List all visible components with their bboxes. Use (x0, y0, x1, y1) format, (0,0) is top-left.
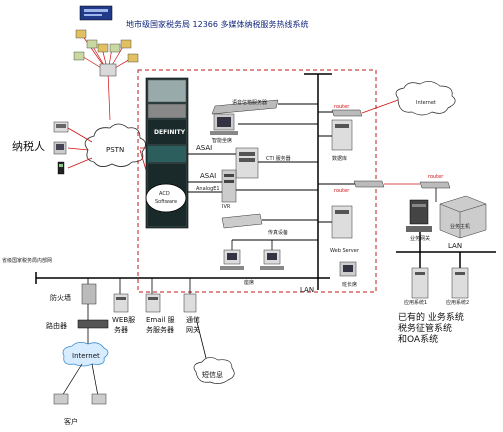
existing-systems-line-1: 已有的 业务系统 (398, 311, 464, 323)
business-gateway (406, 199, 432, 232)
database-label: 数据库 (332, 155, 347, 162)
customer-label: 客户 (64, 417, 78, 426)
definity-label: DEFINITY (154, 129, 186, 136)
web-server-label: Web Server (330, 248, 360, 254)
ivr-server (221, 169, 318, 203)
asai-label-2: ASAI (200, 172, 216, 180)
taxpayer-phone-icon (53, 121, 69, 133)
asai-label-1: ASAI (196, 144, 212, 152)
router-2-label: router (334, 188, 350, 194)
main-bus (304, 73, 332, 290)
email-server-label-1: Email 服 (146, 316, 175, 324)
app-system-2 (451, 267, 469, 299)
right-lan-label: LAN (448, 242, 462, 250)
acd-label: ACD (159, 191, 170, 197)
supervisor-label: 班长席 (342, 281, 357, 288)
agent-seats (220, 239, 318, 270)
cti-server (235, 147, 318, 179)
call-center-boundary (137, 69, 377, 293)
internet-top-label: Internet (416, 100, 436, 106)
customer-links (61, 363, 99, 397)
taxpayer-label: 纳税人 (12, 139, 45, 153)
acd-software-node: ACD Software (145, 183, 187, 213)
router-cn-label: 路由器 (46, 321, 67, 330)
smart-agent-label: 智能坐席 (212, 137, 232, 144)
existing-systems-line-3: 和OA系统 (398, 333, 438, 345)
remote-computer-icons (73, 29, 139, 77)
booklet-icon (79, 5, 113, 21)
comm-gateway-label-1: 通信 (186, 315, 200, 324)
app-system-1-label: 应用系统1 (404, 299, 427, 306)
router-3 (419, 181, 451, 202)
seats-label: 座席 (244, 279, 254, 286)
fax-label: 传真设备 (268, 229, 288, 236)
main-lan-bus (35, 272, 330, 284)
web-service-label-2: 务器 (114, 325, 128, 334)
taxpayer-pc-icon (53, 141, 67, 155)
web-server (318, 205, 353, 239)
internet-cloud-top: Internet (395, 81, 456, 116)
router-device (77, 304, 109, 329)
business-host (439, 195, 487, 239)
customer-icons (53, 393, 107, 405)
cti-label: CTI 服务器 (266, 155, 291, 162)
web-service-label-1: WEB服 (112, 316, 135, 324)
database-server (318, 119, 353, 151)
web-service-server (113, 293, 129, 313)
voice-mail-label: 语音信箱服务器 (232, 99, 267, 106)
fax-device (221, 213, 318, 229)
sms-cloud: 短信息 (193, 357, 235, 384)
supervisor-seat (339, 261, 357, 277)
comm-gateway-label-2: 网关 (186, 325, 200, 334)
main-lan-label: LAN (300, 286, 314, 294)
smart-agent-workstation (210, 113, 318, 135)
email-server-label-2: 务服务器 (146, 325, 174, 334)
internet-bottom-label: Internet (72, 352, 100, 360)
router-2 (318, 180, 420, 188)
voice-mail-server (211, 99, 318, 115)
lan-drops (87, 278, 191, 296)
pstn-red-links (67, 127, 147, 171)
business-host-label: 业务主机 (450, 223, 470, 230)
app-system-1 (411, 267, 429, 299)
province-net-label: 省级国家税务局内部网 (2, 257, 52, 264)
analog-label: AnalogE1 (196, 186, 220, 192)
router-3-label: router (428, 174, 444, 180)
pstn-label: PSTN (106, 146, 124, 154)
pstn-cloud: PSTN (84, 123, 146, 167)
internet-cloud-bottom: Internet (62, 328, 109, 367)
firewall-label: 防火墙 (50, 293, 71, 302)
email-server (145, 293, 161, 313)
taxpayer-mobile-icon (57, 161, 65, 175)
router-1-label: router (334, 104, 350, 110)
rack-links (188, 153, 236, 193)
software-label: Software (155, 199, 177, 205)
app-system-2-label: 应用系统2 (446, 299, 469, 306)
diagram-title: 地市级国家税务局 12366 多媒体纳税服务热线系统 (126, 19, 309, 29)
comm-gateway (183, 293, 207, 359)
existing-systems-line-2: 税务征管系统 (398, 322, 452, 334)
router-1 (318, 99, 399, 117)
sms-label: 短信息 (202, 370, 223, 379)
firewall-device (81, 283, 97, 305)
ivr-label: IVR (222, 204, 231, 210)
right-lan-bus (396, 232, 496, 268)
